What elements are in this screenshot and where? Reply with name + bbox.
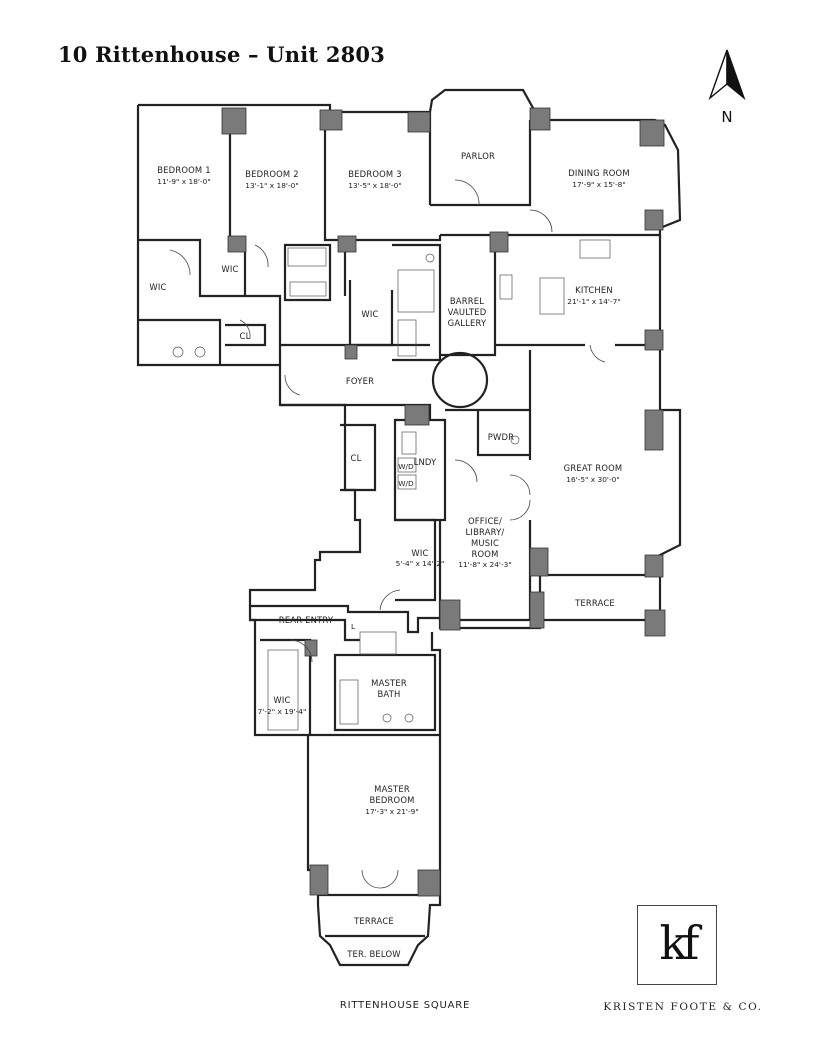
room-master-bath-line2: BATH — [377, 689, 400, 699]
bath3-walls — [392, 243, 442, 362]
room-wd1-name: W/D — [398, 462, 414, 471]
bedroom3-closet-wall — [345, 235, 442, 242]
rear-entry-walls — [250, 618, 360, 642]
gallery-walls — [440, 233, 497, 357]
room-gallery-line3: GALLERY — [448, 318, 487, 328]
room-master-bed-dims: 17'-3" x 21'-9" — [365, 807, 418, 816]
bath2-walls — [283, 243, 332, 302]
room-cl-bed-name: CL — [240, 331, 251, 341]
foyer-south-wall — [280, 403, 432, 420]
north-arrow-icon: N — [708, 49, 746, 126]
room-dining-dims: 17'-9" x 15'-8" — [572, 180, 625, 189]
room-office-line4: ROOM — [471, 549, 498, 559]
pwdr-walls — [476, 410, 530, 457]
outer-wall-west — [136, 105, 362, 606]
room-great-dims: 16'-5" x 30'-0" — [566, 475, 619, 484]
room-terrace-great-name: TERRACE — [574, 598, 615, 608]
room-kitchen-dims: 21'-1" x 14'-7" — [567, 297, 620, 306]
page-title: 10 Rittenhouse – Unit 2803 — [58, 42, 386, 67]
hall-cl-walls — [340, 423, 377, 492]
bedroom-partition-2-3 — [323, 110, 347, 296]
room-terrace-master-name: TERRACE — [353, 916, 394, 926]
room-wic-hall-name: WIC — [411, 548, 428, 558]
room-master-bed-line1: MASTER — [374, 784, 410, 794]
room-gallery-line1: BARREL — [450, 296, 484, 306]
plan-columns — [221, 107, 666, 897]
street-label: RITTENHOUSE SQUARE — [339, 1000, 471, 1011]
room-wic2-name: WIC — [221, 264, 238, 274]
plan-fixtures — [172, 239, 611, 731]
master-bath-walls — [333, 653, 437, 732]
north-label: N — [721, 108, 732, 126]
wic-master-walls — [260, 638, 312, 735]
room-wic3-name: WIC — [361, 309, 378, 319]
room-office-dims: 11'-8" x 24'-3" — [458, 560, 511, 569]
room-wic1-name: WIC — [149, 282, 166, 292]
plan-walls — [136, 88, 682, 967]
room-wic-master-dims: 7'-2" x 19'-4" — [258, 707, 307, 716]
room-wic-master-name: WIC — [273, 695, 290, 705]
room-dining-name: DINING ROOM — [568, 168, 630, 178]
room-kitchen-name: KITCHEN — [575, 285, 613, 295]
wic-hall-walls — [395, 518, 437, 602]
rotunda — [431, 351, 489, 409]
dining-parlor-wall — [430, 120, 532, 207]
room-master-bed-line2: BEDROOM — [369, 795, 414, 805]
room-office-line3: MUSIC — [471, 538, 499, 548]
room-bedroom1-name: BEDROOM 1 — [157, 165, 211, 175]
room-office-line1: OFFICE/ — [468, 516, 502, 526]
room-wic-hall-dims: 5'-4" x 14'-2" — [396, 559, 445, 568]
room-foyer-name: FOYER — [346, 376, 374, 386]
room-l-closet-name: L — [351, 622, 356, 631]
office-walls — [438, 408, 532, 622]
room-bedroom2-name: BEDROOM 2 — [245, 169, 299, 179]
room-parlor-name: PARLOR — [461, 151, 495, 161]
room-gallery-line2: VAULTED — [448, 307, 487, 317]
room-bedroom2-dims: 13'-1" x 18'-0" — [245, 181, 298, 190]
outer-wall-north — [138, 88, 682, 967]
bath1-walls — [138, 318, 222, 365]
room-bedroom3-dims: 13'-5" x 18'-0" — [348, 181, 401, 190]
room-master-bath-line1: MASTER — [371, 678, 407, 688]
room-cl-hall-name: CL — [351, 453, 362, 463]
room-bedroom3-name: BEDROOM 3 — [348, 169, 402, 179]
plan-doors — [169, 179, 606, 889]
room-bedroom1-dims: 11'-9" x 18'-0" — [157, 177, 210, 186]
room-lndy-name: LNDY — [414, 457, 438, 467]
room-pwdr-name: PWDR — [488, 432, 514, 442]
room-great-name: GREAT ROOM — [564, 463, 623, 473]
brand-logo-mark: kf — [659, 916, 700, 970]
room-office-line2: LIBRARY/ — [466, 527, 505, 537]
brand-logo: kf — [637, 905, 717, 985]
bedroom-south-wall — [138, 238, 282, 365]
cl-wall — [225, 323, 267, 347]
brand-name: KRISTEN FOOTE & CO. — [603, 1001, 763, 1013]
room-ter-below-name: TER. BELOW — [346, 949, 401, 959]
room-wd2-name: W/D — [398, 479, 414, 488]
room-rear-entry-name: REAR ENTRY — [279, 615, 334, 625]
